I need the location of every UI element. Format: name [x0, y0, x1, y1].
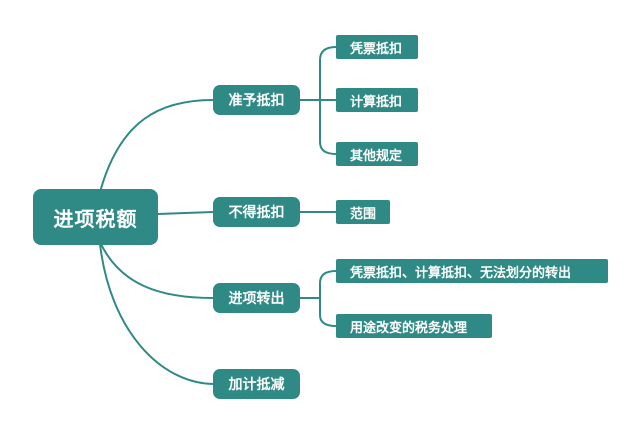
- leaf-voucher-deduct: 凭票抵扣: [336, 35, 418, 59]
- connector-root-to-transfer: [99, 241, 214, 299]
- leaf-usage-change: 用途改变的税务处理: [336, 314, 492, 338]
- connector-root-to-addition: [99, 243, 214, 385]
- leaf-calculated-deduct: 计算抵扣: [336, 88, 418, 112]
- branch-nondeduct-node: 不得抵扣: [213, 197, 300, 227]
- leaf-transfer-out: 凭票抵扣、计算抵扣、无法划分的转出: [336, 259, 608, 283]
- leaf-other-rules: 其他规定: [336, 142, 418, 166]
- connector-transfer-bracket: [319, 270, 337, 327]
- connector-root-to-nondeduct: [157, 211, 214, 215]
- branch-deduct-node: 准予抵扣: [213, 85, 300, 115]
- branch-transfer-node: 进项转出: [213, 283, 300, 313]
- connector-root-to-deduct: [99, 99, 214, 193]
- branch-addition-node: 加计抵减: [213, 369, 300, 399]
- leaf-scope: 范围: [336, 200, 390, 224]
- root-node: 进项税额: [33, 189, 158, 245]
